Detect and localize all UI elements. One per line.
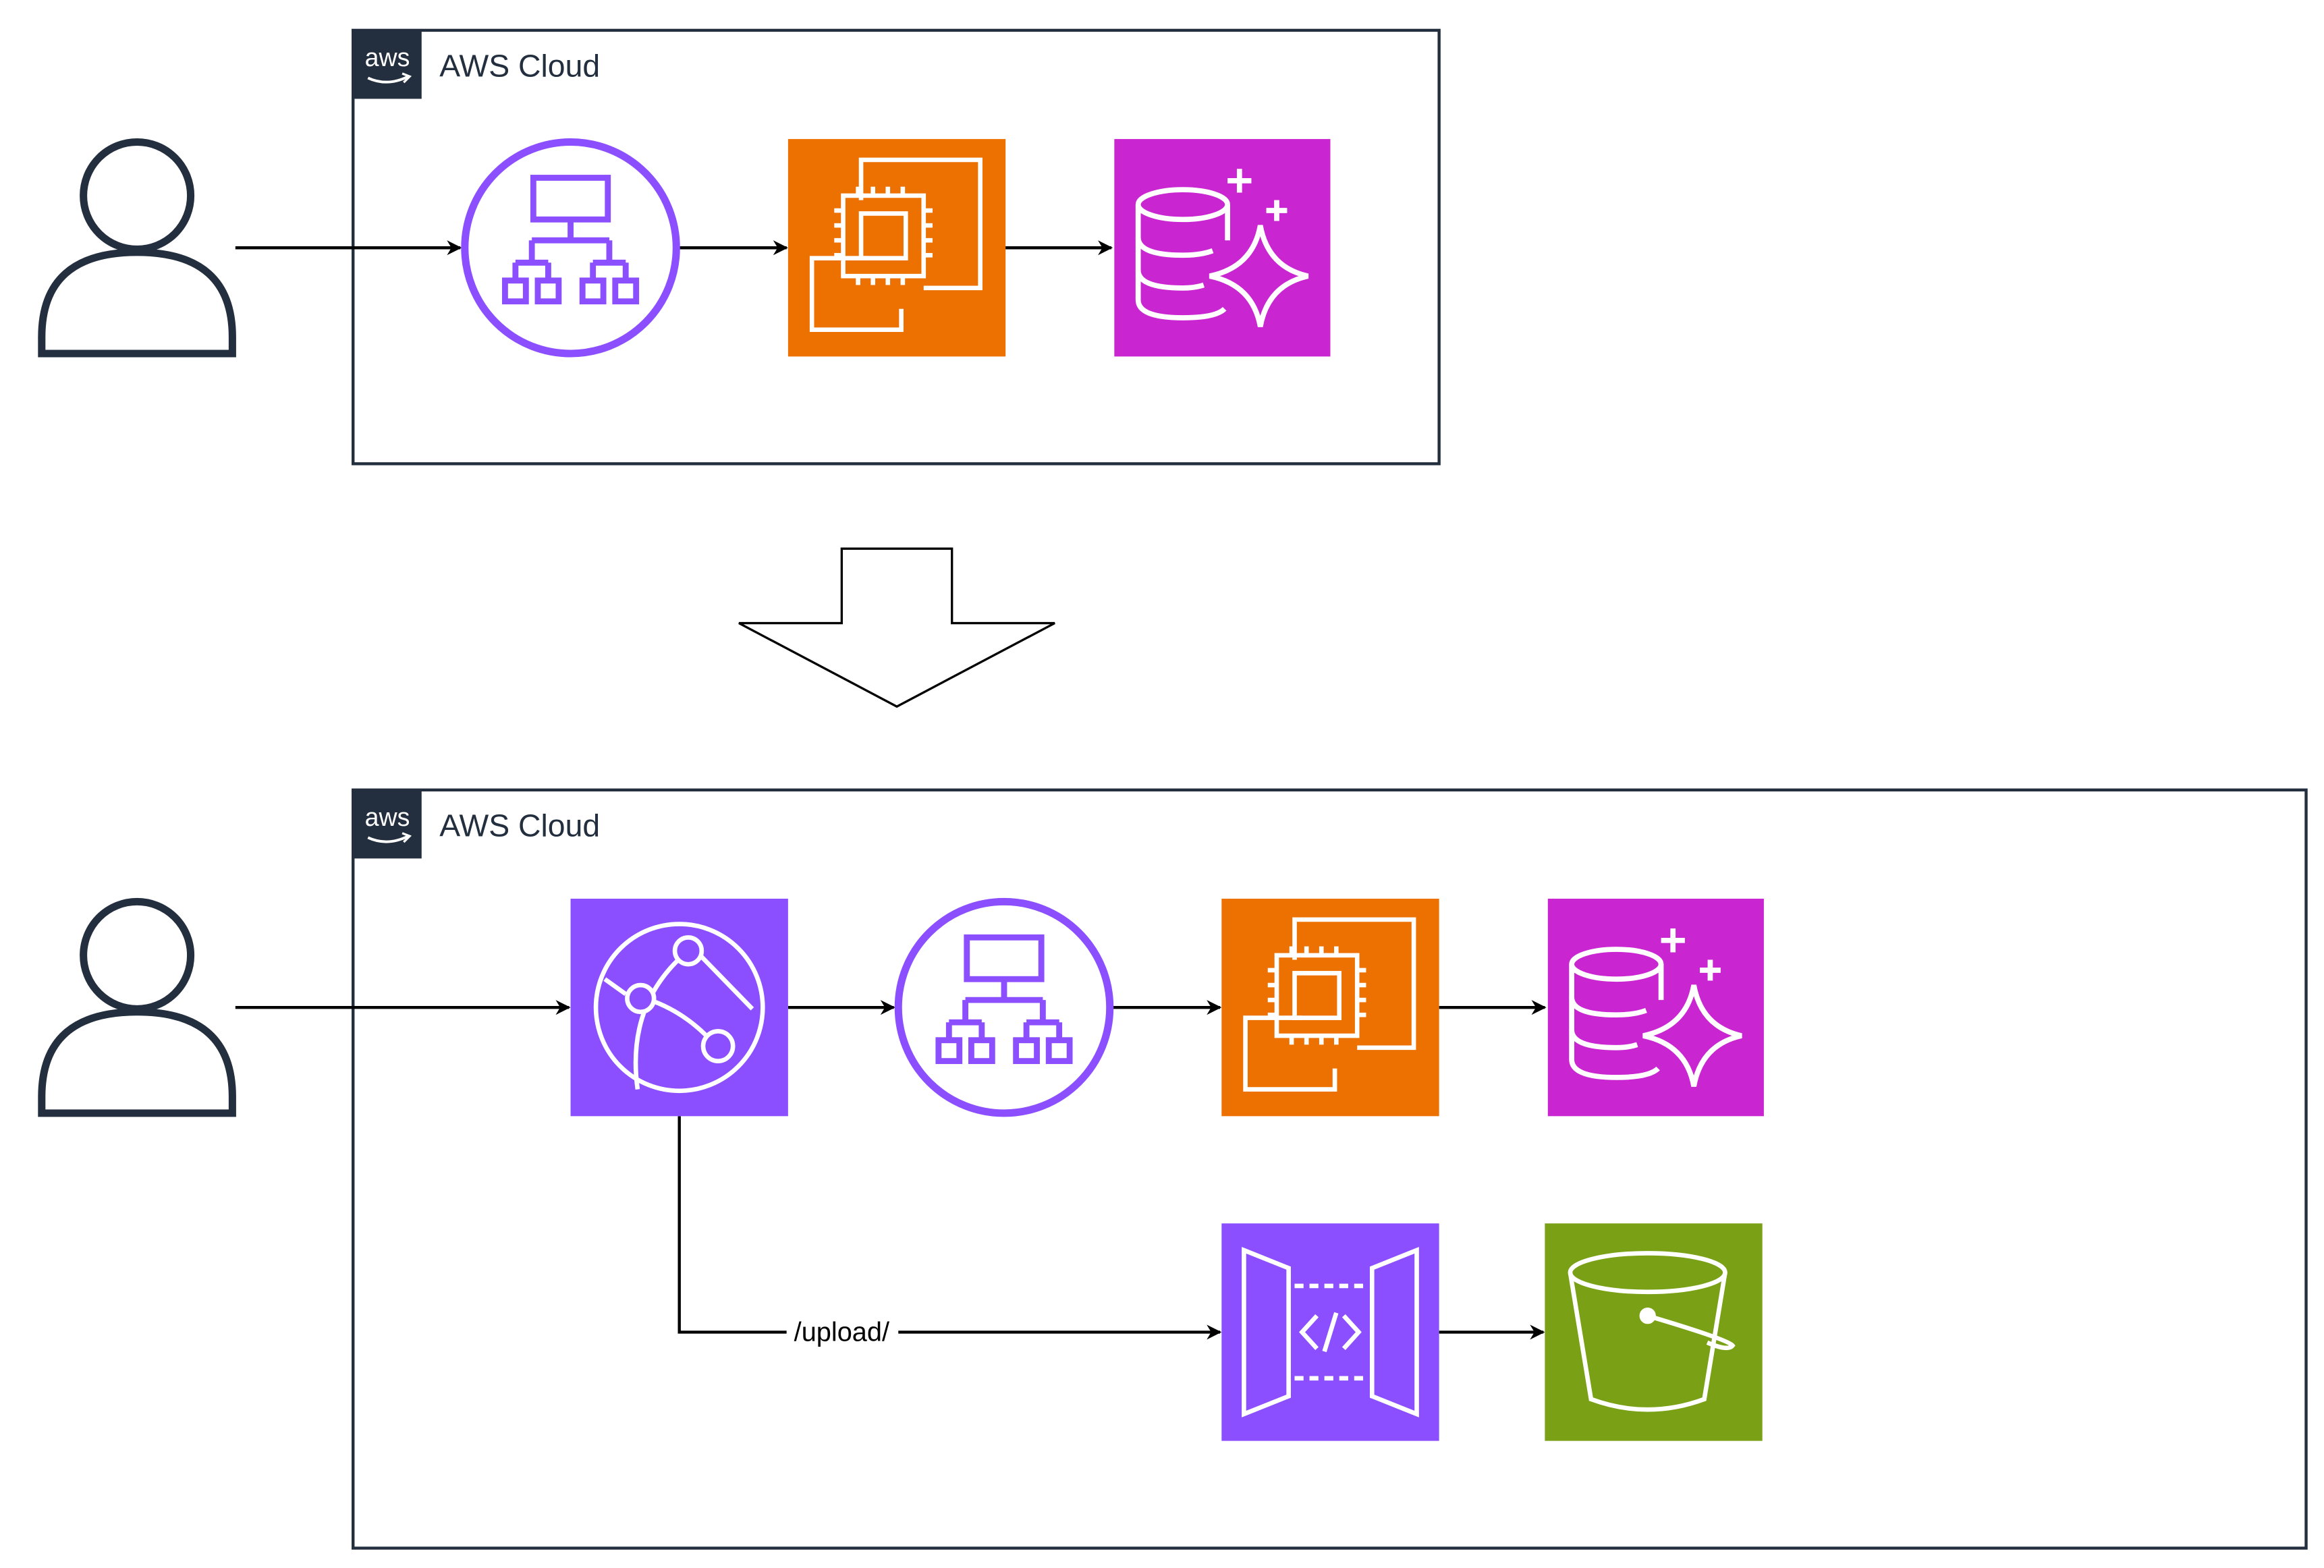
cloud-label-before: AWS Cloud (439, 48, 600, 83)
aws-cloud-group-after (352, 788, 2308, 1550)
cloud-label-after: AWS Cloud (439, 808, 600, 843)
upload-path-label: /upload/ (794, 1318, 890, 1347)
aws-logo-before: aws (353, 30, 422, 99)
user-icon (38, 138, 236, 358)
after-section: aws AWS Cloud /upload/ (38, 788, 2308, 1550)
elastic-load-balancing-icon (894, 897, 1114, 1117)
aws-logo-text: aws (365, 803, 410, 831)
ec2-icon (787, 139, 1006, 357)
aurora-icon (1547, 898, 1764, 1117)
api-gateway-icon (1221, 1223, 1439, 1441)
aws-logo-text: aws (365, 43, 410, 72)
s3-bucket-icon (1545, 1223, 1763, 1441)
upload-label-bg (786, 1314, 899, 1350)
aws-logo-after: aws (353, 789, 422, 859)
ec2-icon (1221, 898, 1439, 1117)
aurora-icon (1114, 139, 1331, 357)
edge-cloudfront-to-api-gateway (677, 1116, 1222, 1340)
elastic-load-balancing-icon (461, 138, 680, 358)
cloudfront-icon (570, 898, 788, 1117)
before-section: aws AWS Cloud (38, 28, 1441, 466)
down-arrow-icon (738, 547, 1055, 708)
user-icon (38, 897, 236, 1117)
